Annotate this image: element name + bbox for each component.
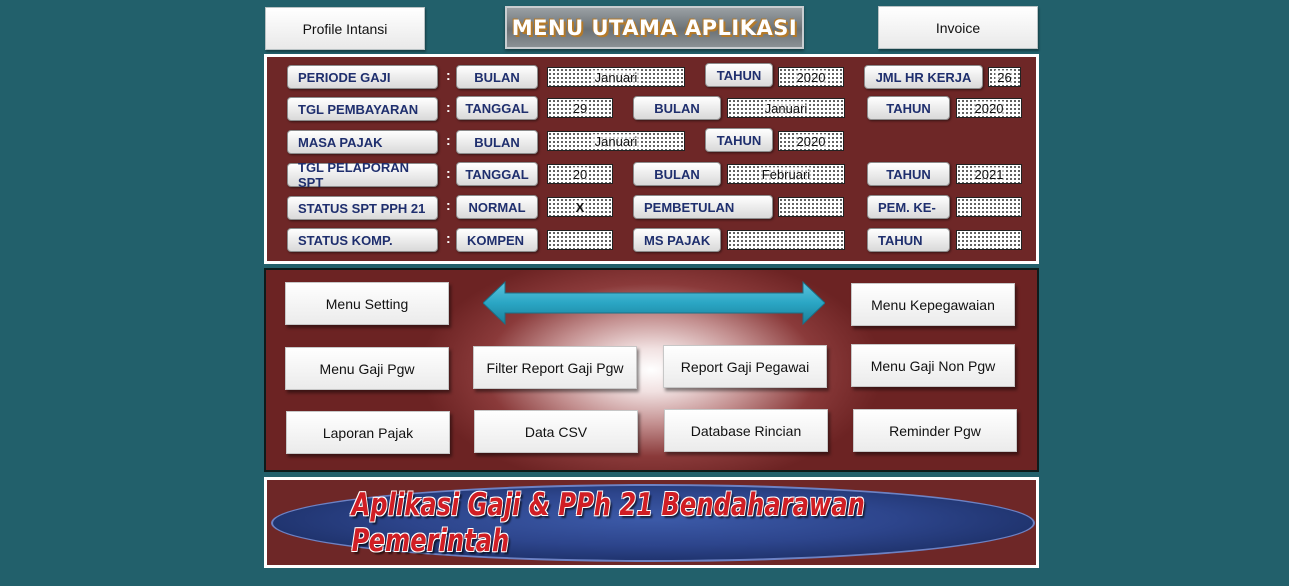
app-banner: Aplikasi Gaji & PPh 21 Bendaharawan Peme… <box>264 477 1039 568</box>
masa-pajak-tahun-label: TAHUN <box>705 128 773 152</box>
periode-bulan-label: BULAN <box>456 65 538 89</box>
banner-ellipse <box>271 484 1035 562</box>
pembetulan-ke-label: PEM. KE- <box>867 195 950 219</box>
colon: : <box>446 132 451 148</box>
report-gaji-pegawai-button[interactable]: Report Gaji Pegawai <box>663 345 827 388</box>
normal-field[interactable]: X <box>547 197 613 217</box>
colon: : <box>446 197 451 213</box>
status-spt-label: STATUS SPT PPH 21 <box>287 196 438 220</box>
pembayaran-tanggal-field[interactable]: 29 <box>547 98 613 118</box>
masa-pajak-tahun-field[interactable]: 2020 <box>778 131 844 151</box>
kompen-tahun-field[interactable] <box>956 230 1022 250</box>
masa-pajak-bulan-label: BULAN <box>456 130 538 154</box>
pembayaran-tanggal-label: TANGGAL <box>456 96 538 120</box>
menu-setting-button[interactable]: Menu Setting <box>285 282 449 325</box>
pembayaran-bulan-field[interactable]: Januari <box>727 98 845 118</box>
tgl-pelaporan-spt-label: TGL PELAPORAN SPT <box>287 160 438 190</box>
colon: : <box>446 165 451 181</box>
pembayaran-bulan-label: BULAN <box>633 96 721 120</box>
periode-gaji-label: PERIODE GAJI <box>287 65 438 89</box>
masa-pajak-bulan-field[interactable]: Januari <box>547 131 685 151</box>
pelaporan-bulan-field[interactable]: Februari <box>727 164 845 184</box>
ms-pajak-label: MS PAJAK <box>633 228 721 252</box>
periode-bulan-field[interactable]: Januari <box>547 67 685 87</box>
pembayaran-tahun-field[interactable]: 2020 <box>956 98 1022 118</box>
filter-report-gaji-button[interactable]: Filter Report Gaji Pgw <box>473 346 637 389</box>
kompen-label: KOMPEN <box>456 228 538 252</box>
masa-pajak-label: MASA PAJAK <box>287 130 438 154</box>
main-menu-title: MENU UTAMA APLIKASI <box>505 6 804 49</box>
colon: : <box>446 230 451 246</box>
ms-pajak-field[interactable] <box>727 230 845 250</box>
data-csv-button[interactable]: Data CSV <box>474 410 638 453</box>
pelaporan-tanggal-field[interactable]: 20 <box>547 164 613 184</box>
colon: : <box>446 99 451 115</box>
status-kompensasi-label: STATUS KOMP. <box>287 228 438 252</box>
database-rincian-button[interactable]: Database Rincian <box>664 409 828 452</box>
reminder-pgw-button[interactable]: Reminder Pgw <box>853 409 1017 452</box>
pelaporan-tahun-field[interactable]: 2021 <box>956 164 1022 184</box>
periode-tahun-label: TAHUN <box>705 63 773 87</box>
pelaporan-tahun-label: TAHUN <box>867 162 950 186</box>
laporan-pajak-button[interactable]: Laporan Pajak <box>286 411 450 454</box>
double-arrow-icon <box>482 280 826 331</box>
pelaporan-bulan-label: BULAN <box>633 162 721 186</box>
kompen-tahun-label: TAHUN <box>867 228 950 252</box>
menu-gaji-pgw-button[interactable]: Menu Gaji Pgw <box>285 347 449 390</box>
pembayaran-tahun-label: TAHUN <box>867 96 950 120</box>
colon: : <box>446 67 451 83</box>
pembetulan-ke-field[interactable] <box>956 197 1022 217</box>
periode-tahun-field[interactable]: 2020 <box>778 67 844 87</box>
kompen-field[interactable] <box>547 230 613 250</box>
jml-hr-kerja-label: JML HR KERJA <box>864 65 983 89</box>
pembetulan-label: PEMBETULAN <box>633 195 773 219</box>
app-title: Aplikasi Gaji & PPh 21 Bendaharawan Peme… <box>351 486 865 559</box>
menu-gaji-non-pgw-button[interactable]: Menu Gaji Non Pgw <box>851 344 1015 387</box>
tgl-pembayaran-label: TGL PEMBAYARAN <box>287 97 438 121</box>
invoice-button[interactable]: Invoice <box>878 6 1038 49</box>
pembetulan-field[interactable] <box>778 197 844 217</box>
normal-label: NORMAL <box>456 195 538 219</box>
profile-instansi-button[interactable]: Profile Intansi <box>265 7 425 50</box>
menu-kepegawaian-button[interactable]: Menu Kepegawaian <box>851 283 1015 326</box>
jml-hr-kerja-field[interactable]: 26 <box>988 67 1021 87</box>
pelaporan-tanggal-label: TANGGAL <box>456 162 538 186</box>
